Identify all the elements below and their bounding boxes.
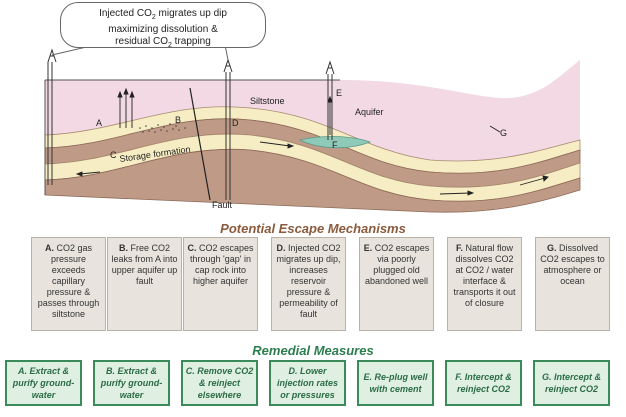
letter-b: B (175, 115, 181, 125)
co2-trap-lens (298, 136, 372, 149)
letter-f: F (332, 140, 338, 150)
aquifer-label: Aquifer (355, 107, 384, 117)
remedy-card-b: B. Extract & purify ground-water (93, 360, 170, 406)
letter-c: C (110, 150, 117, 160)
callout-line-1: Injected CO2 migrates up dip (99, 8, 227, 21)
mechanism-card-e: E. CO2 escapes via poorly plugged old ab… (359, 237, 434, 331)
callout-line-2: maximizing dissolution & (108, 24, 218, 35)
remedy-card-a: A. Extract & purify ground-water (5, 360, 82, 406)
well-left (47, 48, 57, 185)
remedial-measures-title: Remedial Measures (252, 343, 374, 358)
letter-a: A (96, 118, 102, 128)
remedy-card-f: F. Intercept & reinject CO2 (445, 360, 522, 406)
mechanism-card-c: C. CO2 escapes through 'gap' in cap rock… (183, 237, 258, 331)
fault-label: Fault (212, 200, 233, 210)
well-abandoned (325, 60, 335, 140)
well-center (223, 58, 233, 200)
letter-g: G (500, 128, 507, 138)
lower-shale-layer (44, 148, 581, 213)
leak-arrows (117, 87, 135, 128)
letter-d: D (232, 118, 239, 128)
letter-e: E (336, 88, 342, 98)
geologic-cross-section: Siltstone Aquifer Storage formation Faul… (44, 44, 581, 213)
fault-line (189, 87, 211, 201)
siltstone-label: Siltstone (250, 96, 285, 106)
remedy-card-d: D. Lower injection rates or pressures (269, 360, 346, 406)
remedy-card-g: G. Intercept & reinject CO2 (533, 360, 610, 406)
co2-plume-dots (139, 123, 186, 133)
mechanism-card-d: D. Injected CO2 migrates up dip, increas… (271, 237, 346, 331)
escape-mechanisms-title: Potential Escape Mechanisms (220, 221, 406, 236)
mechanism-card-g: G. Dissolved CO2 escapes to atmosphere o… (535, 237, 610, 331)
siltstone-layer (45, 60, 580, 161)
mechanism-card-b: B. Free CO2 leaks from A into upper aqui… (107, 237, 182, 331)
flow-arrows (75, 125, 549, 196)
remedy-card-e: E. Re-plug well with cement (357, 360, 434, 406)
well-e-arrow (327, 95, 333, 135)
remedy-card-c: C. Remove CO2 & reinject elsewhere (181, 360, 258, 406)
mechanism-card-f: F. Natural flow dissolves CO2 at CO2 / w… (447, 237, 522, 331)
mechanism-card-a: A. CO2 gas pressure exceeds capillary pr… (31, 237, 106, 331)
callout-bubble: Injected CO2 migrates up dip maximizing … (60, 2, 266, 49)
callout-line-3: residual CO2 trapping (115, 36, 211, 49)
